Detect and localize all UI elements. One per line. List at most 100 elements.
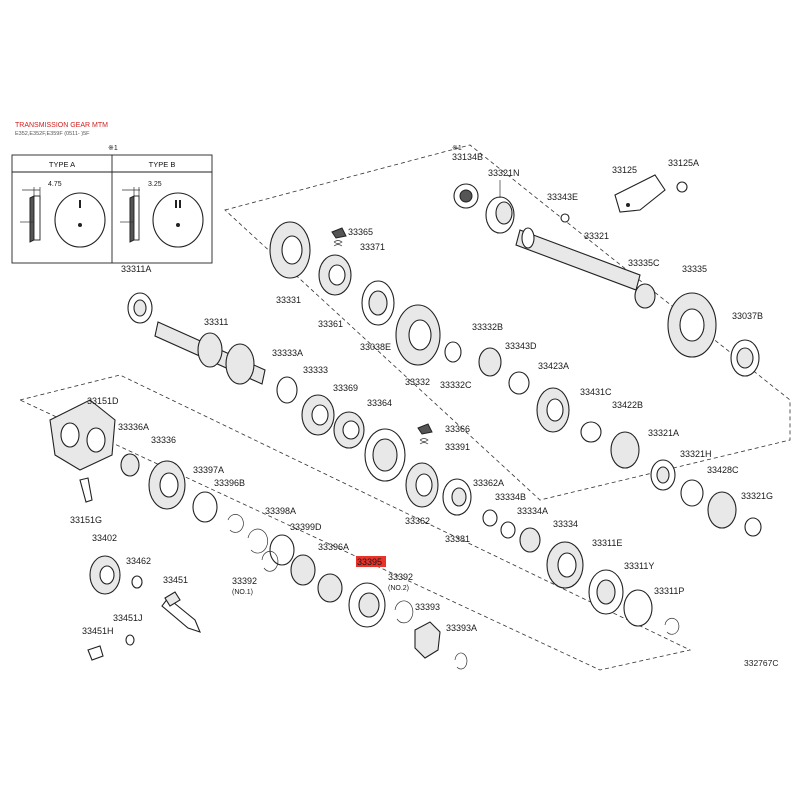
- part-33335C[interactable]: 33335C: [628, 258, 660, 309]
- label-33336: 33336: [151, 435, 176, 445]
- part-33396B[interactable]: 33396B: [214, 478, 245, 533]
- label-33396A: 33396A: [318, 542, 349, 552]
- label-33321G: 33321G: [741, 491, 773, 501]
- part-33334[interactable]: 33334: [546, 519, 584, 589]
- label-33332B: 33332B: [472, 322, 503, 332]
- part-33151D[interactable]: 33151D: [49, 396, 119, 471]
- part-33333A[interactable]: 33333A: [272, 348, 303, 404]
- label-33311Y: 33311Y: [624, 561, 654, 571]
- part-33431C[interactable]: 33431C: [580, 387, 612, 443]
- part-33366[interactable]: 33366: [417, 423, 470, 435]
- part-33134B[interactable]: ※1 33134B: [452, 145, 483, 209]
- part-33398A[interactable]: 33398A: [247, 506, 296, 554]
- label-33335: 33335: [682, 264, 707, 274]
- diagram-code: 332767C: [744, 658, 779, 668]
- label-33125: 33125: [612, 165, 637, 175]
- label-33333A: 33333A: [272, 348, 303, 358]
- part-33423A[interactable]: 33423A: [536, 361, 570, 433]
- part-33364[interactable]: 33364: [364, 398, 406, 482]
- part-33428C[interactable]: 33428C: [707, 465, 739, 529]
- diagram-title: TRANSMISSION GEAR MTM: [15, 122, 108, 129]
- part-33336A[interactable]: 33336A: [118, 422, 149, 477]
- note-marker: ※1: [108, 145, 118, 152]
- label-33334: 33334: [553, 519, 578, 529]
- part-33451J[interactable]: 33451J: [113, 613, 143, 646]
- part-33402[interactable]: 33402: [89, 533, 121, 595]
- part-33371[interactable]: 33371: [333, 240, 385, 253]
- part-33311E[interactable]: 33311E: [588, 538, 624, 615]
- part-33335[interactable]: 33335: [667, 264, 717, 358]
- label-33423A: 33423A: [538, 361, 569, 371]
- part-33343E[interactable]: 33343E: [547, 192, 578, 223]
- label-33365: 33365: [348, 227, 373, 237]
- label-33392-no2: 33392: [388, 572, 413, 582]
- part-33397A[interactable]: 33397A: [192, 465, 224, 523]
- part-33336[interactable]: 33336: [148, 435, 186, 510]
- type-a-dimension: 4.75: [48, 181, 62, 188]
- label-33399D: 33399D: [290, 522, 322, 532]
- part-33311A[interactable]: 33311A: [121, 264, 153, 324]
- part-33391[interactable]: 33391: [419, 438, 470, 453]
- label-33332C: 33332C: [440, 380, 472, 390]
- part-33321[interactable]: 33321: [515, 227, 641, 291]
- label-33369: 33369: [333, 383, 358, 393]
- part-33462[interactable]: 33462: [126, 556, 151, 589]
- part-33151G[interactable]: 33151G: [70, 477, 102, 525]
- part-33396A[interactable]: 33396A: [290, 542, 349, 586]
- part-33332[interactable]: 33332: [395, 304, 441, 387]
- label-33397A: 33397A: [193, 465, 224, 475]
- label-33391: 33391: [445, 442, 470, 452]
- part-33332B[interactable]: 33332B: [472, 322, 503, 377]
- part-33399D[interactable]: 33399D: [269, 522, 322, 566]
- part-33361[interactable]: 33361: [318, 254, 352, 329]
- label-33393A: 33393A: [446, 623, 477, 633]
- label-33151G: 33151G: [70, 515, 102, 525]
- part-33321G[interactable]: 33321G: [741, 491, 773, 537]
- label-33037B: 33037B: [732, 311, 763, 321]
- part-33037B[interactable]: 33037B: [730, 311, 763, 377]
- part-33311[interactable]: 33311: [154, 317, 266, 385]
- part-33395[interactable]: 33395: [317, 556, 386, 628]
- part-33332C[interactable]: 33332C: [440, 341, 472, 390]
- label-33362: 33362: [405, 516, 430, 526]
- label-33321H: 33321H: [680, 449, 712, 459]
- part-33311Y[interactable]: 33311Y: [623, 561, 654, 627]
- part-33369[interactable]: 33369: [333, 383, 365, 449]
- part-33451H[interactable]: 33451H: [82, 626, 114, 661]
- part-33311P[interactable]: 33311P: [654, 586, 684, 635]
- part-33392-no2[interactable]: 33392 (NO.2): [388, 572, 414, 624]
- type-b-label: TYPE B: [149, 160, 176, 169]
- part-33393[interactable]: 33393: [414, 602, 441, 659]
- part-33321H[interactable]: 33321H: [680, 449, 712, 507]
- part-33125A[interactable]: 33125A: [668, 158, 699, 193]
- part-33362[interactable]: 33362: [405, 462, 439, 526]
- part-33392-no1[interactable]: 33392 (NO.1): [232, 550, 279, 596]
- label-33321A: 33321A: [648, 428, 679, 438]
- label-33451J: 33451J: [113, 613, 143, 623]
- part-33038E[interactable]: 33038E: [360, 280, 395, 352]
- label-33364: 33364: [367, 398, 392, 408]
- part-33334B[interactable]: 33334B: [495, 492, 526, 539]
- note-33392-no2: (NO.2): [388, 585, 409, 592]
- part-33365[interactable]: 33365: [331, 227, 373, 239]
- label-33311: 33311: [204, 317, 228, 327]
- label-33336A: 33336A: [118, 422, 149, 432]
- part-33125[interactable]: 33125: [612, 165, 666, 213]
- part-33334A[interactable]: 33334A: [517, 506, 548, 553]
- part-33343D[interactable]: 33343D: [505, 341, 537, 395]
- part-33321N[interactable]: 33321N: [485, 168, 520, 234]
- label-33395: 33395: [357, 557, 382, 567]
- part-33381[interactable]: 33381: [442, 478, 472, 544]
- part-33393A[interactable]: 33393A: [446, 623, 477, 670]
- part-33321A[interactable]: 33321A: [648, 428, 679, 491]
- label-33428C: 33428C: [707, 465, 739, 475]
- label-33151D: 33151D: [87, 396, 119, 406]
- part-33422B[interactable]: 33422B: [610, 400, 643, 469]
- part-33331[interactable]: 33331: [269, 221, 311, 305]
- label-33371: 33371: [360, 242, 385, 252]
- part-33451[interactable]: 33451: [161, 575, 201, 633]
- part-33333[interactable]: 33333: [301, 365, 335, 436]
- part-33362A[interactable]: 33362A: [473, 478, 504, 527]
- label-33335C: 33335C: [628, 258, 660, 268]
- label-33431C: 33431C: [580, 387, 612, 397]
